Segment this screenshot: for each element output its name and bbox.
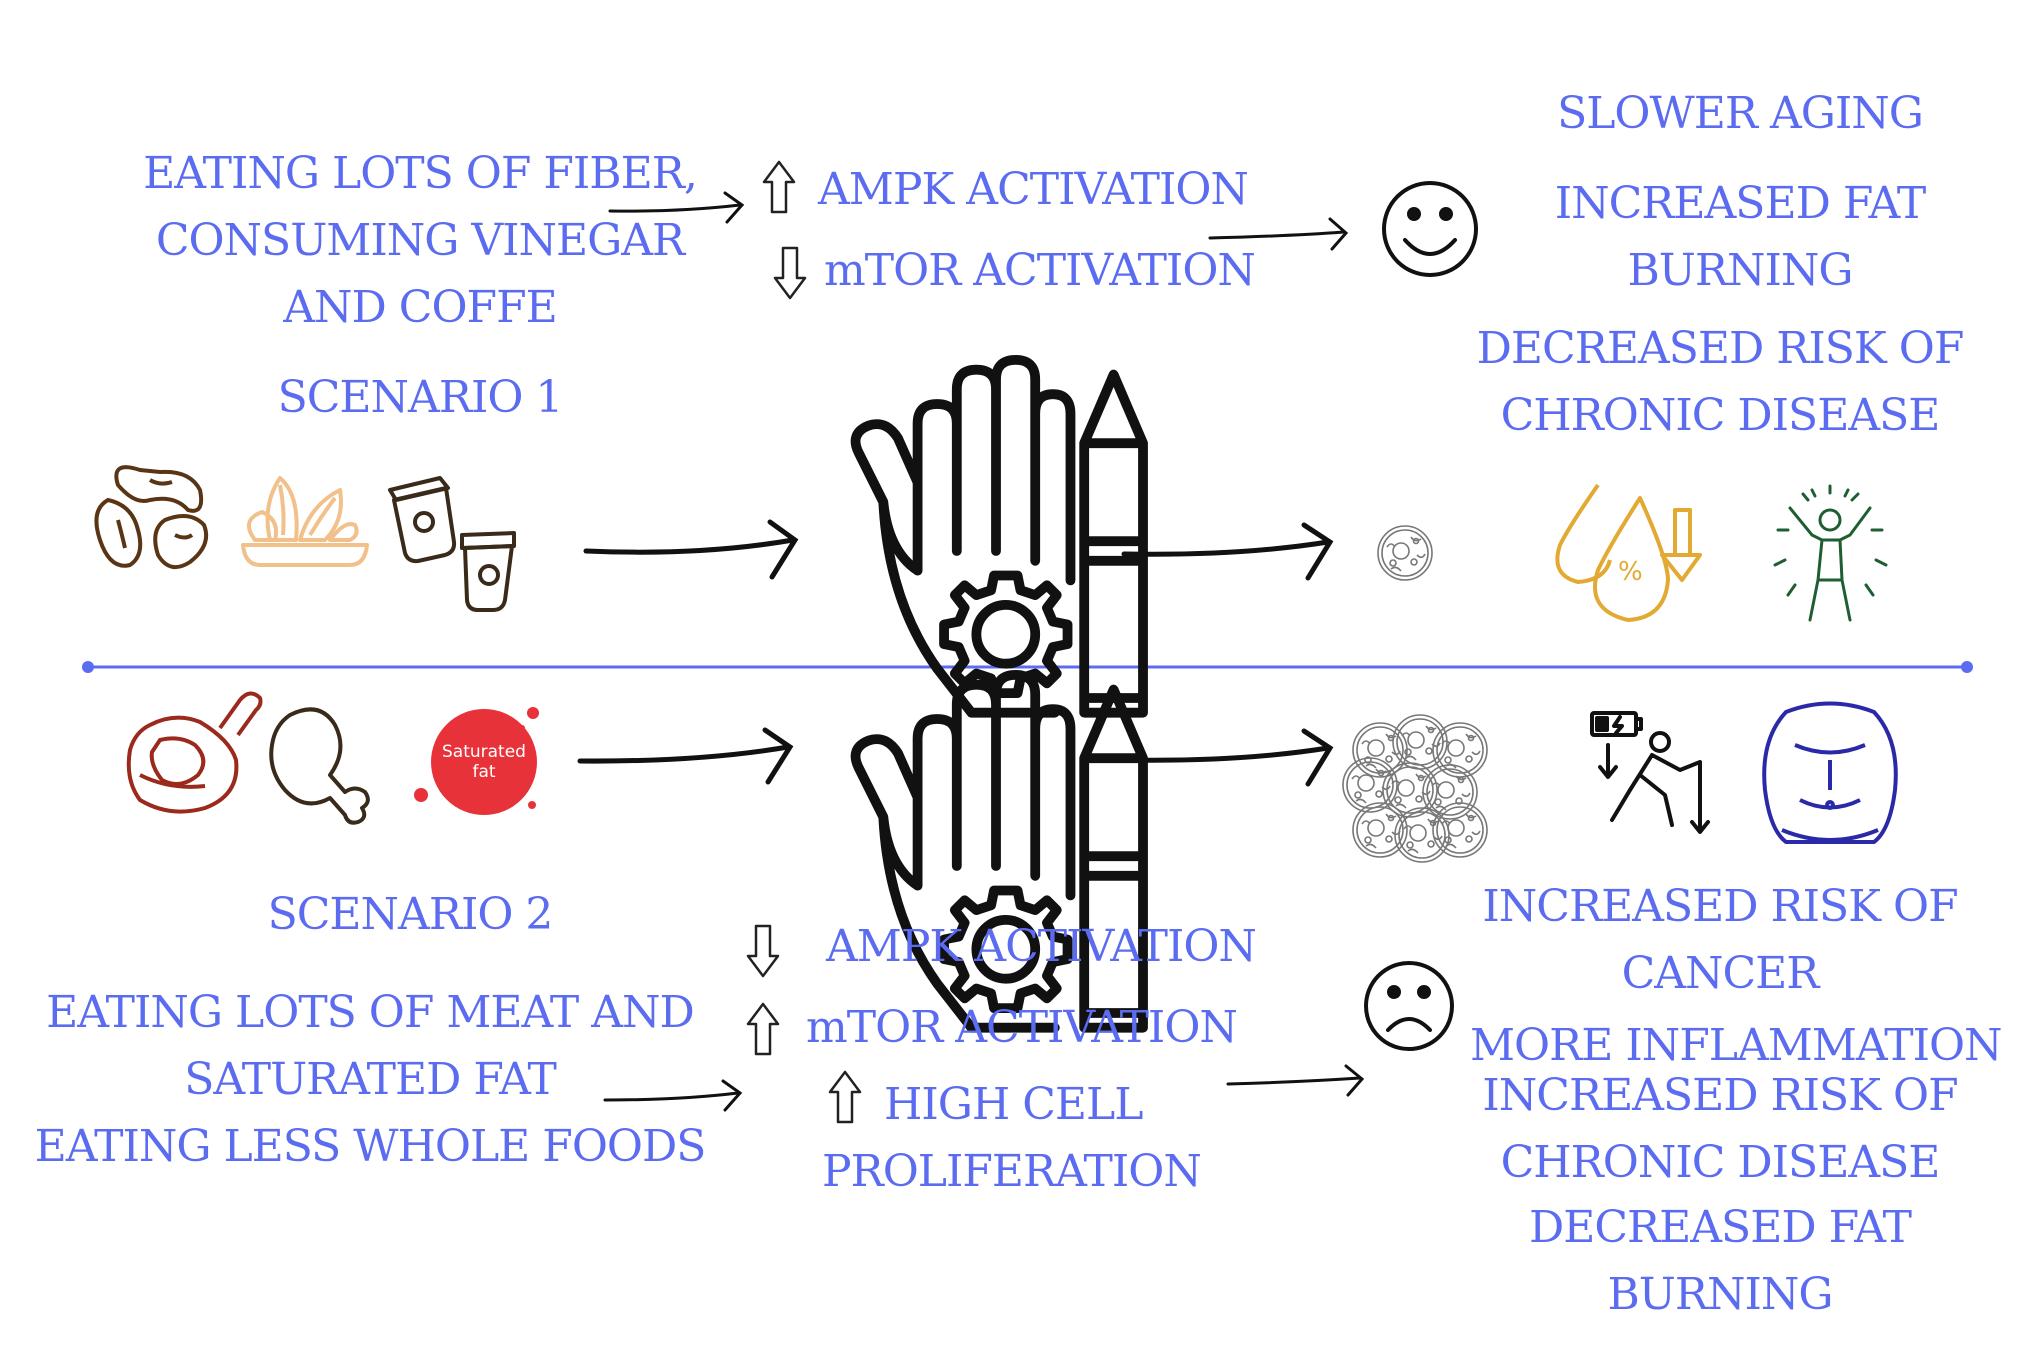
thick-arrow-food-to-tool-2 — [577, 727, 794, 785]
scenario2-cause-line-1: EATING LOTS OF MEAT AND — [46, 987, 695, 1038]
belly-icon — [1762, 701, 1898, 844]
scenario1-label: SCENARIO 1 — [277, 372, 564, 423]
arrow-up-icon — [828, 1070, 862, 1124]
thick-arrow-food-to-tool-1 — [583, 519, 799, 580]
scenario2-effect-cell: HIGH CELL — [884, 1079, 1143, 1130]
cell-cluster-icon — [1342, 714, 1488, 863]
scenario2-effect-proliferation: PROLIFERATION — [822, 1146, 1202, 1197]
arrow-up-icon — [762, 160, 796, 214]
scenario2-label: SCENARIO 2 — [267, 889, 554, 940]
scenario1-outcome-line-1: SLOWER AGING — [1557, 88, 1924, 139]
thin-arrow-effects-to-mood-2 — [1226, 1064, 1365, 1097]
chicken-leg-icon — [269, 707, 370, 825]
saturated-fat-icon — [414, 707, 539, 815]
scenario1-effect-mtor: mTOR ACTIVATION — [824, 245, 1256, 296]
scenario1-cause-line-1: EATING LOTS OF FIBER, — [143, 148, 698, 199]
thin-arrow-cause-to-effects-1 — [608, 191, 745, 224]
sad-face-icon — [1364, 961, 1454, 1051]
arrow-up-icon — [746, 1002, 780, 1056]
fat-drops-percent-icon: % — [1555, 483, 1702, 622]
happy-face-icon — [1382, 181, 1478, 277]
scenario1-outcome-line-2: INCREASED FAT — [1554, 178, 1927, 229]
thick-arrow-tool-to-cells-2 — [1121, 728, 1334, 787]
scenario1-outcome-line-5: CHRONIC DISEASE — [1500, 390, 1941, 441]
tired-person-icon — [1590, 711, 1710, 834]
scenario2-outcome-line-4: INCREASED RISK OF — [1482, 1070, 1958, 1121]
beans-icon — [94, 465, 209, 570]
scenario1-cause-line-2: CONSUMING VINEGAR — [155, 215, 685, 266]
scenario2-effect-mtor: mTOR ACTIVATION — [806, 1002, 1238, 1053]
thick-arrow-tool-to-cell-1 — [1121, 522, 1334, 581]
scenario2-effect-ampk: AMPK ACTIVATION — [826, 921, 1257, 972]
scenario2-cause-line-3: EATING LESS WHOLE FOODS — [34, 1121, 707, 1172]
scenario1-outcome-line-4: DECREASED RISK OF — [1476, 323, 1965, 374]
scenario1-cause-line-3: AND COFFE — [283, 282, 557, 333]
arrow-down-icon — [773, 246, 807, 300]
scenario1-outcome-line-3: BURNING — [1627, 245, 1853, 296]
svg-text:%: % — [1618, 557, 1643, 587]
scenario2-outcome-line-1: INCREASED RISK OF — [1482, 881, 1958, 932]
scenario-divider — [82, 661, 1973, 673]
scenario2-outcome-line-7: BURNING — [1607, 1269, 1833, 1320]
energetic-person-icon — [1773, 484, 1888, 622]
scenario2-outcome-line-2: CANCER — [1621, 948, 1820, 999]
nuts-icon — [241, 476, 369, 567]
scenario2-cause-line-2: SATURATED FAT — [184, 1054, 557, 1105]
coffee-cups-icon — [388, 476, 516, 612]
steak-icon — [126, 691, 263, 814]
arrow-down-icon — [746, 924, 780, 978]
single-cell-icon — [1377, 525, 1433, 581]
scenario1-effect-ampk: AMPK ACTIVATION — [818, 164, 1249, 215]
thin-arrow-effects-to-mood-1 — [1208, 217, 1349, 251]
saturated-fat-badge-text: Saturated fat — [442, 742, 526, 782]
scenario2-outcome-line-6: DECREASED FAT — [1528, 1202, 1912, 1253]
scenario2-outcome-line-5: CHRONIC DISEASE — [1500, 1137, 1941, 1188]
thin-arrow-cause-to-effects-2 — [603, 1079, 743, 1112]
hand-gear-pencil-icon — [856, 360, 1143, 713]
scenario2-outcome-line-3: MORE INFLAMMATION — [1470, 1020, 2003, 1071]
